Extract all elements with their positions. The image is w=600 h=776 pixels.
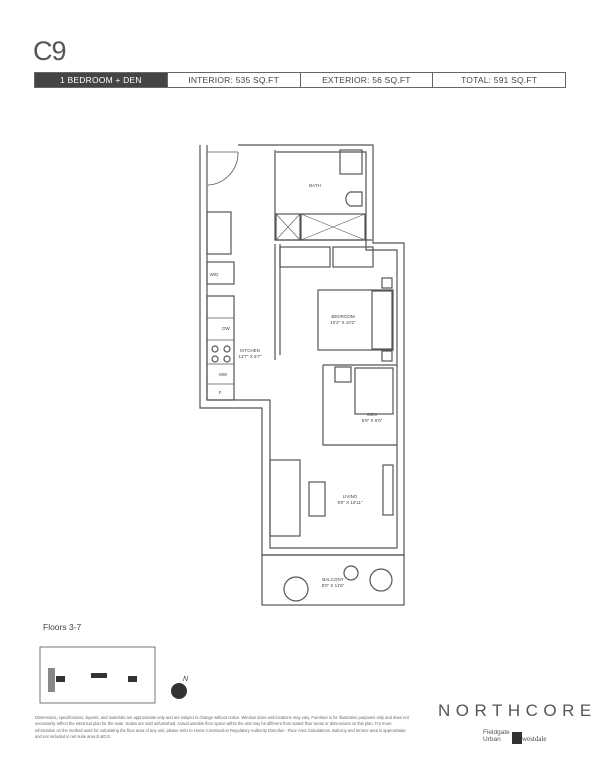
summary-bar: 1 BEDROOM + DEN INTERIOR: 535 SQ.FT EXTE… (34, 72, 566, 88)
entry-door (207, 151, 239, 186)
westdale-logo: westdale (522, 735, 547, 743)
westdale-mark-icon (512, 732, 522, 744)
bath-label: BATH (309, 183, 321, 188)
northcore-logo: NORTHCORE (438, 701, 597, 720)
fieldgate-logo: Fieldgate Urban (483, 729, 510, 743)
fridge-label: F (219, 390, 222, 395)
balcony-dims: 5'0" X 11'6" (322, 583, 345, 588)
key-plan (39, 646, 187, 704)
mw-label: MW (219, 372, 228, 377)
wd-label: W/D (210, 272, 219, 277)
compass-icon (171, 683, 187, 699)
total-area: TOTAL: 591 SQ.FT (432, 73, 565, 87)
north-label: N (183, 676, 189, 683)
kitchen-dims: 13'7" X 5'7" (239, 354, 262, 359)
dw-label: DW (222, 326, 230, 331)
kitchen-label: KITCHEN (240, 348, 260, 353)
exterior-area: EXTERIOR: 56 SQ.FT (299, 73, 433, 87)
living-dims: 9'0" X 10'11" (337, 500, 362, 505)
bedroom-dims: 10'2" X 10'2" (330, 320, 356, 325)
interior-area: INTERIOR: 535 SQ.FT (166, 73, 300, 87)
den-dims: 6'9" X 6'0" (362, 418, 383, 423)
unit-title: C9 (33, 36, 67, 66)
unit-type: 1 BEDROOM + DEN (35, 73, 167, 87)
living-label: LIVING (343, 494, 358, 499)
floors-label: Floors 3-7 (43, 622, 82, 632)
bedroom-label: BEDROOM (331, 314, 355, 319)
den-label: DEN (367, 412, 377, 417)
disclaimer: Dimensions, specifications, layouts, and… (35, 715, 409, 739)
balcony-label: BALCONY (322, 577, 344, 582)
